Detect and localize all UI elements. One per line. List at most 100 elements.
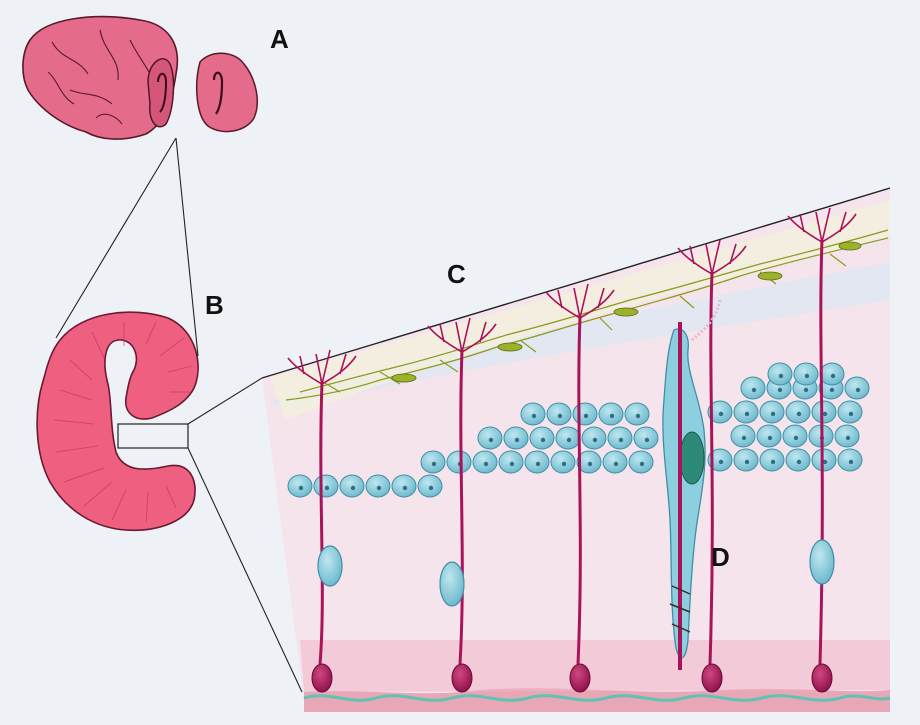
granule-nucleus bbox=[558, 414, 562, 418]
granule-cell bbox=[603, 451, 627, 473]
granule-cell bbox=[599, 403, 623, 425]
granule-nucleus bbox=[805, 374, 809, 378]
label-a: A bbox=[270, 24, 289, 55]
granule-nucleus bbox=[745, 460, 749, 464]
brain-overview bbox=[23, 17, 257, 139]
granule-nucleus bbox=[752, 388, 756, 392]
granule-cell bbox=[573, 403, 597, 425]
granule-nucleus bbox=[532, 414, 536, 418]
granule-nucleus bbox=[593, 438, 597, 442]
granule-cell bbox=[786, 401, 810, 423]
cerebellum-cut-left bbox=[148, 59, 173, 127]
neuron-soma bbox=[312, 664, 332, 692]
granule-nucleus bbox=[823, 412, 827, 416]
granule-cell bbox=[499, 451, 523, 473]
granule-nucleus bbox=[484, 462, 488, 466]
granule-cell bbox=[288, 475, 312, 497]
granule-nucleus bbox=[830, 388, 834, 392]
granule-cell bbox=[820, 363, 844, 385]
granule-nucleus bbox=[610, 414, 614, 418]
granule-nucleus bbox=[584, 414, 588, 418]
label-d: D bbox=[711, 542, 730, 573]
granule-nucleus bbox=[619, 438, 623, 442]
granule-nucleus bbox=[614, 462, 618, 466]
granule-cell bbox=[525, 451, 549, 473]
granule-cell bbox=[734, 449, 758, 471]
granule-nucleus bbox=[768, 436, 772, 440]
granule-nucleus bbox=[831, 374, 835, 378]
granule-nucleus bbox=[846, 436, 850, 440]
lower-speckle-zone bbox=[300, 640, 890, 692]
granule-cell bbox=[366, 475, 390, 497]
granule-cell bbox=[504, 427, 528, 449]
granule-cell bbox=[314, 475, 338, 497]
granule-nucleus bbox=[794, 436, 798, 440]
granule-nucleus bbox=[429, 486, 433, 490]
granule-cell bbox=[556, 427, 580, 449]
granule-cell bbox=[786, 449, 810, 471]
granule-cell bbox=[634, 427, 658, 449]
granule-cell bbox=[835, 425, 859, 447]
granule-cell bbox=[418, 475, 442, 497]
granule-cell bbox=[741, 377, 765, 399]
granule-nucleus bbox=[645, 438, 649, 442]
granule-cell bbox=[812, 449, 836, 471]
granule-cell bbox=[473, 451, 497, 473]
granule-nucleus bbox=[719, 460, 723, 464]
granule-nucleus bbox=[562, 462, 566, 466]
granule-cell bbox=[521, 403, 545, 425]
granule-nucleus bbox=[849, 460, 853, 464]
granule-nucleus bbox=[804, 388, 808, 392]
granule-nucleus bbox=[797, 412, 801, 416]
granule-nucleus bbox=[299, 486, 303, 490]
granule-cell bbox=[734, 401, 758, 423]
granule-cell bbox=[625, 403, 649, 425]
granule-cell bbox=[421, 451, 445, 473]
granule-nucleus bbox=[797, 460, 801, 464]
granule-cell bbox=[551, 451, 575, 473]
granule-cell bbox=[447, 451, 471, 473]
granule-nucleus bbox=[351, 486, 355, 490]
granule-nucleus bbox=[719, 412, 723, 416]
granule-nucleus bbox=[536, 462, 540, 466]
granule-cell bbox=[340, 475, 364, 497]
granule-nucleus bbox=[849, 412, 853, 416]
neuron-soma bbox=[570, 664, 590, 692]
granule-nucleus bbox=[636, 414, 640, 418]
granule-cell bbox=[794, 363, 818, 385]
granule-cell bbox=[783, 425, 807, 447]
neuron-soma bbox=[702, 664, 722, 692]
granule-cell bbox=[812, 401, 836, 423]
granule-cell bbox=[530, 427, 554, 449]
granule-nucleus bbox=[745, 412, 749, 416]
granule-cell bbox=[760, 401, 784, 423]
granule-nucleus bbox=[510, 462, 514, 466]
granule-cell bbox=[838, 401, 862, 423]
granule-cell bbox=[392, 475, 416, 497]
label-b: B bbox=[205, 290, 224, 321]
granule-nucleus bbox=[778, 388, 782, 392]
granule-nucleus bbox=[771, 412, 775, 416]
granule-nucleus bbox=[856, 388, 860, 392]
granule-cell bbox=[608, 427, 632, 449]
granule-cell bbox=[629, 451, 653, 473]
granule-cell bbox=[547, 403, 571, 425]
granule-nucleus bbox=[325, 486, 329, 490]
granule-cell bbox=[582, 427, 606, 449]
granule-cell bbox=[838, 449, 862, 471]
granule-nucleus bbox=[742, 436, 746, 440]
label-c: C bbox=[447, 259, 466, 290]
granule-nucleus bbox=[432, 462, 436, 466]
granule-nucleus bbox=[541, 438, 545, 442]
zoom-box bbox=[118, 424, 188, 448]
granule-nucleus bbox=[489, 438, 493, 442]
cerebellum-right-piece bbox=[197, 53, 258, 131]
granule-cell bbox=[760, 449, 784, 471]
folium-section bbox=[37, 312, 198, 530]
granule-nucleus bbox=[515, 438, 519, 442]
granule-nucleus bbox=[377, 486, 381, 490]
granule-cell bbox=[768, 363, 792, 385]
neuron-soma bbox=[452, 664, 472, 692]
